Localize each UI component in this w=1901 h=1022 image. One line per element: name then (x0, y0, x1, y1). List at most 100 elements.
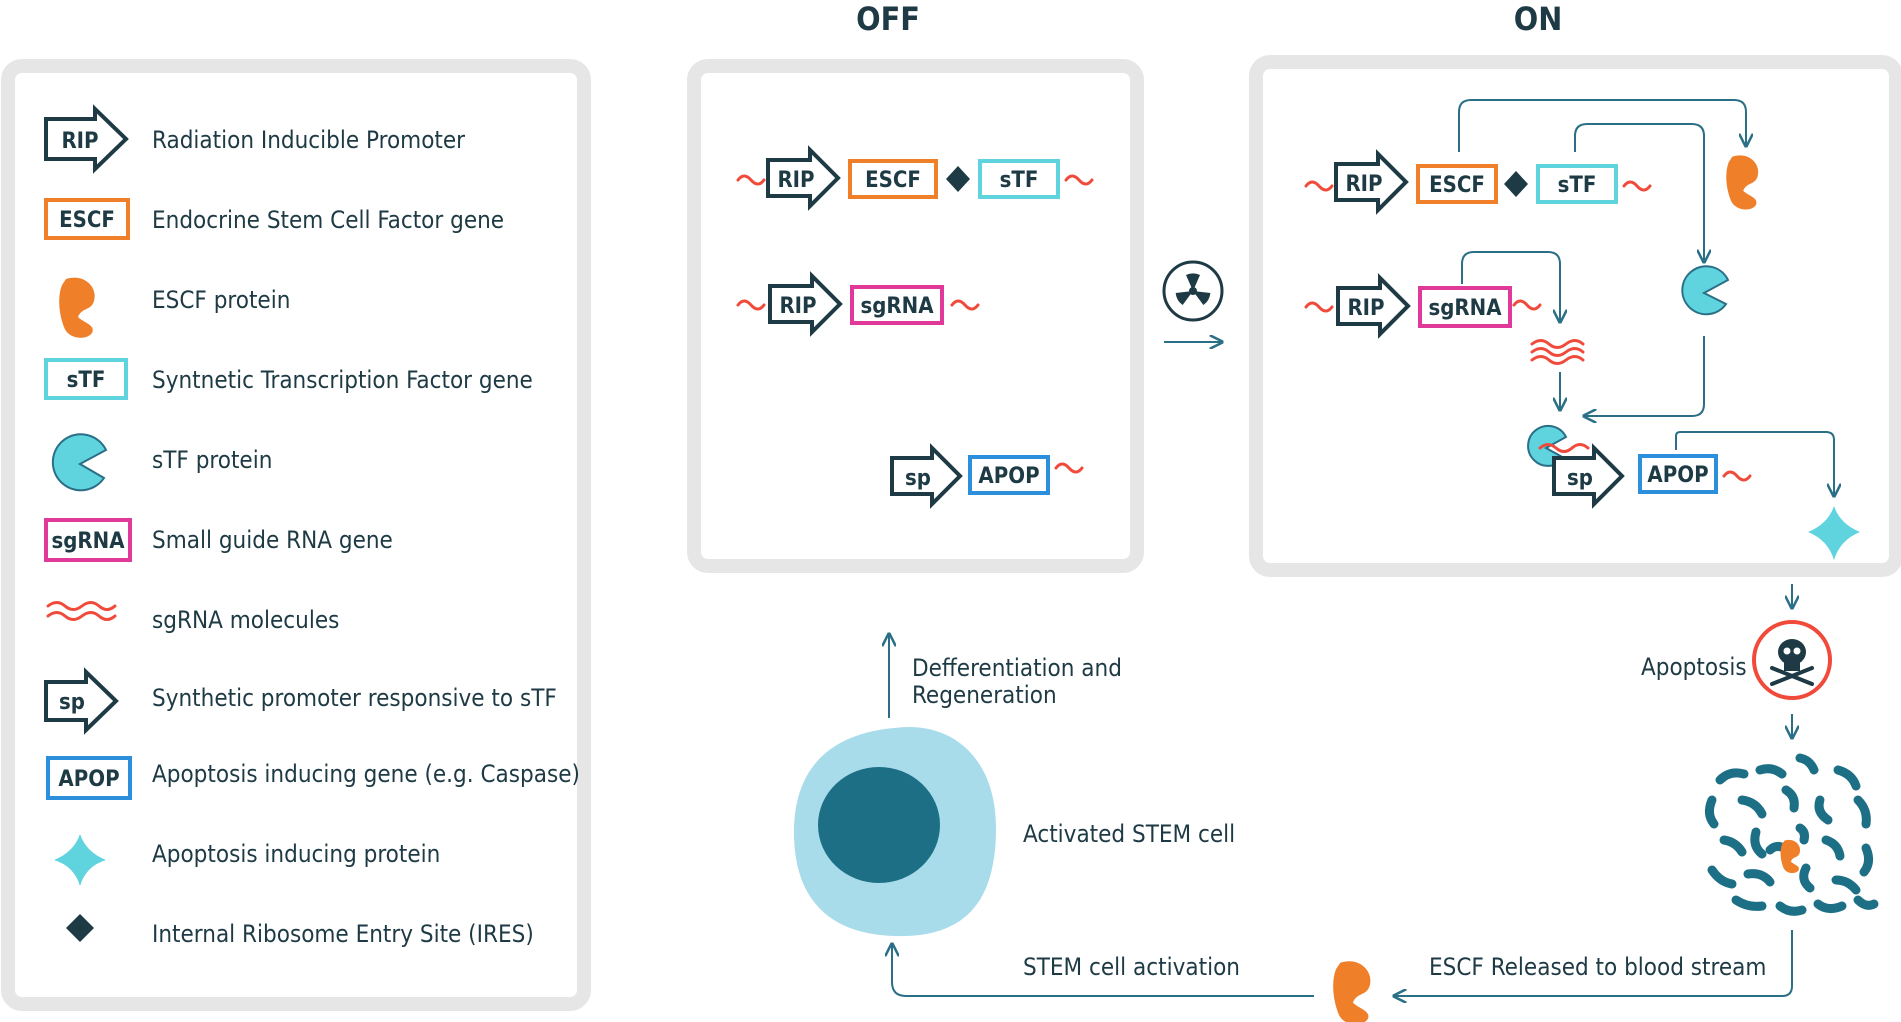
on-rna-tilde-right-1 (1622, 180, 1652, 192)
on-sgrna-gene (1418, 286, 1512, 328)
differentiation-label-line1: Defferentiation and (912, 654, 1122, 682)
off-construct-3: sp APOP (890, 443, 1084, 509)
on-stf-text: sTF (1558, 173, 1597, 198)
escf-released-label: ESCF Released to blood stream (1429, 953, 1766, 981)
stem-cell-activation-arrow (892, 944, 1314, 997)
off-apop-gene (968, 455, 1050, 495)
off-sgrna-gene (850, 285, 944, 325)
on-rip-promoter-2 (1336, 273, 1411, 339)
legend-sp-text: sp (59, 690, 85, 715)
skull-icon (1752, 620, 1832, 700)
off-rna-tilde-left-1 (736, 174, 766, 186)
on-bound-sgrna (1538, 443, 1590, 453)
off-construct-2: RIP sgRNA (736, 271, 980, 337)
activated-stem-cell-label: Activated STEM cell (1023, 820, 1235, 848)
legend-label-stf: Syntnetic Transcription Factor gene (152, 366, 533, 394)
stf-expression-arrow (1574, 123, 1704, 262)
differentiation-label-line2: Regeneration (912, 681, 1057, 709)
on-construct-2: RIP sgRNA (1304, 273, 1542, 339)
on-construct-1: RIP ESCF sTF (1304, 149, 1652, 215)
on-escf-text: ESCF (1429, 173, 1485, 198)
legend-sp-symbol: sp (44, 667, 119, 735)
legend: RIP Radiation Inducible Promoter ESCF En… (44, 104, 580, 948)
escf-release-arrow (1394, 930, 1793, 996)
off-rna-tilde-right-1 (1064, 174, 1094, 186)
sgrna-expression-arrow (1461, 251, 1560, 322)
off-apop-text: APOP (978, 464, 1039, 489)
on-sgrna-text: sgRNA (1428, 296, 1502, 321)
off-rna-tilde-left-2 (736, 299, 766, 311)
on-rna-tilde-right-3 (1722, 470, 1752, 482)
off-rip-promoter-1 (766, 145, 841, 211)
legend-label-ires: Internal Ribosome Entry Site (IRES) (152, 920, 534, 948)
legend-apop-symbol (46, 756, 132, 800)
legend-escf-symbol (44, 198, 130, 240)
legend-sgrna-text: sgRNA (51, 529, 125, 554)
off-stf-text: sTF (1000, 168, 1039, 193)
legend-label-escf-protein: ESCF protein (152, 286, 290, 314)
released-escf-protein-icon (1333, 961, 1371, 1022)
legend-apop-text: APOP (58, 767, 119, 792)
legend-stf-protein-icon (51, 433, 108, 492)
on-rna-tilde-left-2 (1304, 301, 1334, 313)
on-sp-promoter (1552, 443, 1625, 509)
legend-label-apop: Apoptosis inducing gene (e.g. Caspase) (152, 760, 580, 788)
legend-label-apop-protein: Apoptosis inducing protein (152, 840, 440, 868)
off-sgrna-text: sgRNA (860, 294, 934, 319)
radiation-icon (1162, 260, 1224, 322)
apop-expression-arrow (1675, 431, 1834, 496)
escf-expression-arrow (1458, 99, 1746, 152)
legend-sgrna-symbol (44, 518, 132, 562)
legend-label-sp: Synthetic promoter responsive to sTF (152, 684, 557, 712)
legend-label-escf: Endocrine Stem Cell Factor gene (152, 206, 504, 234)
on-rna-tilde-left-1 (1304, 180, 1334, 192)
legend-escf-protein-icon (59, 277, 95, 338)
on-sgrna-molecules-icon (1530, 339, 1585, 365)
on-apop-gene (1638, 454, 1718, 494)
on-rip-text-1: RIP (1345, 172, 1382, 197)
legend-sgrna-molecules-icon (46, 601, 117, 621)
off-ires-icon (946, 166, 970, 192)
fragmented-cell-icon (1704, 753, 1879, 916)
off-rip-promoter-2 (768, 271, 843, 337)
stem-cell-icon (794, 726, 996, 937)
on-escf-protein-icon (1726, 155, 1759, 210)
off-construct-1: RIP ESCF sTF (736, 145, 1094, 211)
apoptosis-label: Apoptosis (1641, 653, 1747, 681)
off-rip-text-2: RIP (779, 294, 816, 319)
off-rip-text-1: RIP (777, 168, 814, 193)
off-sp-promoter (890, 443, 963, 509)
on-ires-icon (1504, 171, 1528, 197)
legend-ires-icon (66, 914, 94, 942)
on-apop-text: APOP (1647, 463, 1708, 488)
legend-label-stf-protein: sTF protein (152, 446, 272, 474)
on-rip-text-2: RIP (1347, 296, 1384, 321)
off-escf-text: ESCF (865, 168, 921, 193)
legend-stf-text: sTF (67, 368, 106, 393)
legend-label-sgrna: Small guide RNA gene (152, 526, 393, 554)
off-escf-gene (848, 159, 938, 199)
legend-label-rip: Radiation Inducible Promoter (152, 126, 465, 154)
off-title: OFF (856, 0, 920, 38)
fragment-escf-protein-icon (1780, 839, 1801, 874)
on-rip-promoter-1 (1334, 149, 1409, 215)
legend-rip-text: RIP (61, 129, 98, 154)
legend-escf-text: ESCF (59, 208, 115, 233)
on-flow-lines (1458, 99, 1834, 496)
on-rna-tilde-right-2 (1512, 299, 1542, 311)
legend-apop-protein-icon (54, 834, 106, 886)
off-sp-text: sp (905, 466, 931, 491)
on-stf-protein-icon (1681, 265, 1730, 316)
off-rna-tilde-right-3 (1054, 462, 1084, 474)
on-escf-gene (1416, 164, 1498, 204)
legend-stf-symbol (44, 358, 128, 400)
legend-panel (1, 59, 591, 1011)
legend-rip-symbol: RIP (44, 104, 129, 174)
stf-to-sp-arrow (1584, 336, 1705, 416)
stem-cell-activation-label: STEM cell activation (1023, 953, 1240, 981)
legend-label-sgrna-molecules: sgRNA molecules (152, 606, 339, 634)
off-rna-tilde-right-2 (950, 299, 980, 311)
on-sp-text: sp (1567, 466, 1593, 491)
on-apop-protein-icon (1808, 506, 1860, 560)
